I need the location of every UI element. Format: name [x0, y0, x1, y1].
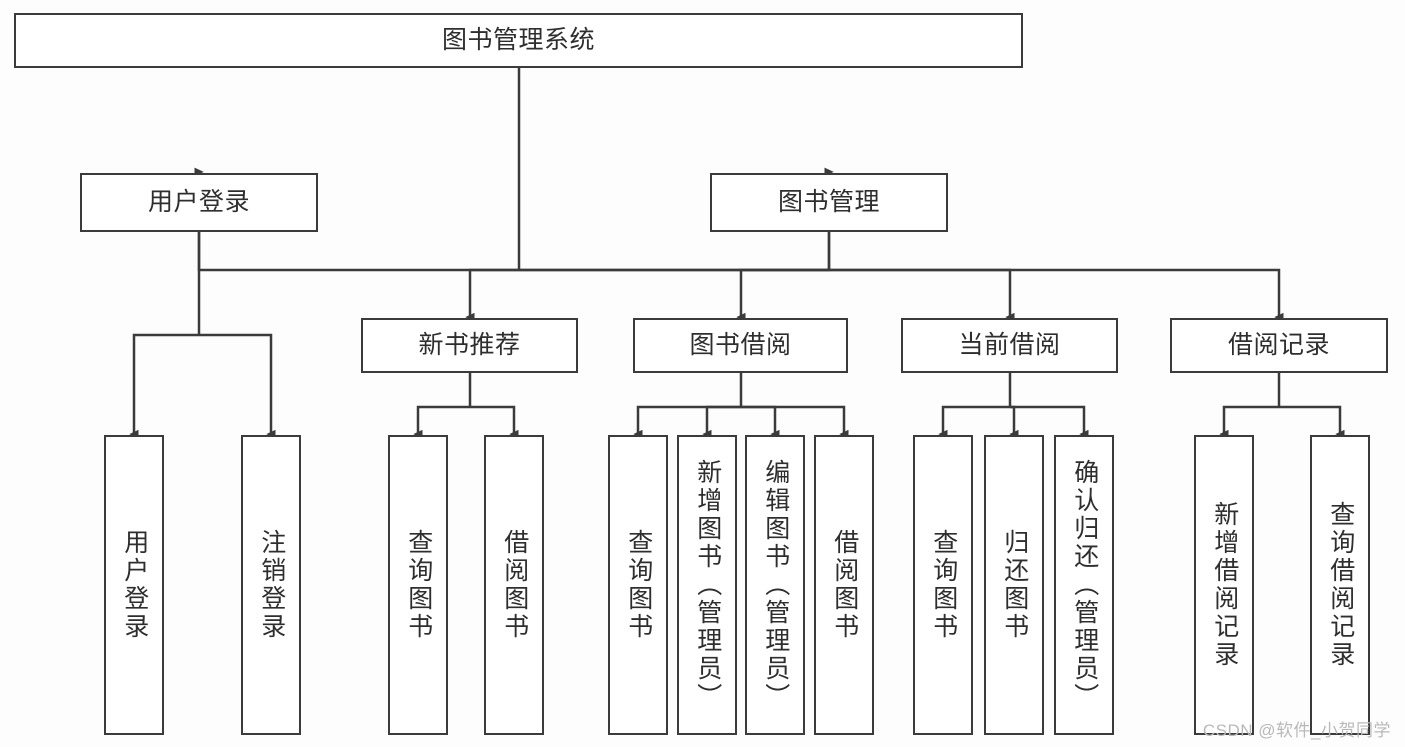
- node-label-leaf-user-logout: 注销登录: [257, 529, 286, 641]
- node-label-current-borrow: 当前借阅: [958, 331, 1061, 359]
- node-new-book-rec[interactable]: 新书推荐: [361, 318, 578, 373]
- connector-e-bm-current-borrow: [829, 268, 1010, 317]
- node-label-book-borrow: 图书借阅: [689, 331, 792, 359]
- node-leaf-user-logout[interactable]: 注销登录: [241, 435, 301, 735]
- node-label-leaf-add-book: 新增图书（管理员）: [693, 459, 722, 711]
- node-leaf-user-login[interactable]: 用户登录: [104, 435, 164, 735]
- connector-e-cb-confirm: [1010, 405, 1084, 434]
- node-label-leaf-user-login: 用户登录: [120, 529, 149, 641]
- node-label-leaf-add-record: 新增借阅记录: [1210, 501, 1239, 669]
- node-label-root: 图书管理系统: [441, 26, 595, 54]
- node-label-leaf-edit-book: 编辑图书（管理员）: [761, 459, 790, 711]
- node-leaf-borrow-book[interactable]: 借阅图书: [814, 435, 874, 735]
- node-leaf-borrow-book-rec[interactable]: 借阅图书: [484, 435, 544, 735]
- connector-e-cb-query: [943, 373, 1012, 434]
- node-root[interactable]: 图书管理系统: [14, 13, 1023, 68]
- node-leaf-add-book[interactable]: 新增图书（管理员）: [677, 435, 737, 735]
- node-current-borrow[interactable]: 当前借阅: [901, 318, 1118, 373]
- node-label-leaf-query-record: 查询借阅记录: [1326, 501, 1355, 669]
- node-leaf-confirm-return[interactable]: 确认归还（管理员）: [1054, 435, 1114, 735]
- node-label-borrow-record: 借阅记录: [1227, 331, 1330, 359]
- node-label-new-book-rec: 新书推荐: [418, 331, 521, 359]
- connector-e-bm-new-book-rec: [470, 232, 831, 317]
- connector-e-nbr-borrow: [470, 405, 514, 434]
- node-book-manage[interactable]: 图书管理: [710, 173, 948, 232]
- node-book-borrow[interactable]: 图书借阅: [633, 318, 848, 373]
- node-label-leaf-borrow-book: 借阅图书: [830, 529, 859, 641]
- node-leaf-query-book-rec[interactable]: 查询图书: [388, 435, 448, 735]
- node-label-leaf-query-book-cur: 查询图书: [929, 529, 958, 641]
- node-label-leaf-confirm-return: 确认归还（管理员）: [1070, 459, 1099, 711]
- node-leaf-add-record[interactable]: 新增借阅记录: [1194, 435, 1254, 735]
- node-leaf-query-book-borrow[interactable]: 查询图书: [608, 435, 668, 735]
- node-leaf-query-book-cur[interactable]: 查询图书: [913, 435, 973, 735]
- node-label-user-login: 用户登录: [147, 188, 250, 216]
- connector-e-bb-edit: [741, 405, 775, 434]
- node-label-leaf-query-book-rec: 查询图书: [404, 529, 433, 641]
- connector-e-bb-borrow: [741, 405, 844, 434]
- node-leaf-edit-book[interactable]: 编辑图书（管理员）: [745, 435, 805, 735]
- node-leaf-query-record[interactable]: 查询借阅记录: [1310, 435, 1370, 735]
- node-leaf-return-book[interactable]: 归还图书: [984, 435, 1044, 735]
- connector-e-root-user-login: [199, 68, 521, 272]
- connector-e-ul-leaf-user-login: [134, 232, 201, 434]
- connector-e-bb-query: [638, 373, 743, 434]
- node-borrow-record[interactable]: 借阅记录: [1170, 318, 1388, 373]
- connector-e-br-query: [1279, 405, 1340, 434]
- connector-e-bm-book-borrow: [741, 268, 829, 317]
- node-label-leaf-query-book-borrow: 查询图书: [624, 529, 653, 641]
- connector-e-ul-leaf-user-logout: [199, 333, 271, 434]
- node-label-leaf-borrow-book-rec: 借阅图书: [500, 529, 529, 641]
- node-label-leaf-return-book: 归还图书: [1000, 529, 1029, 641]
- connector-e-br-add: [1224, 373, 1281, 434]
- node-user-login[interactable]: 用户登录: [80, 173, 318, 232]
- connector-e-bm-borrow-record: [829, 268, 1279, 317]
- connector-e-bb-add: [707, 405, 741, 434]
- connector-e-nbr-query: [418, 373, 472, 434]
- connector-e-cb-return: [1010, 405, 1014, 434]
- node-label-book-manage: 图书管理: [777, 188, 880, 216]
